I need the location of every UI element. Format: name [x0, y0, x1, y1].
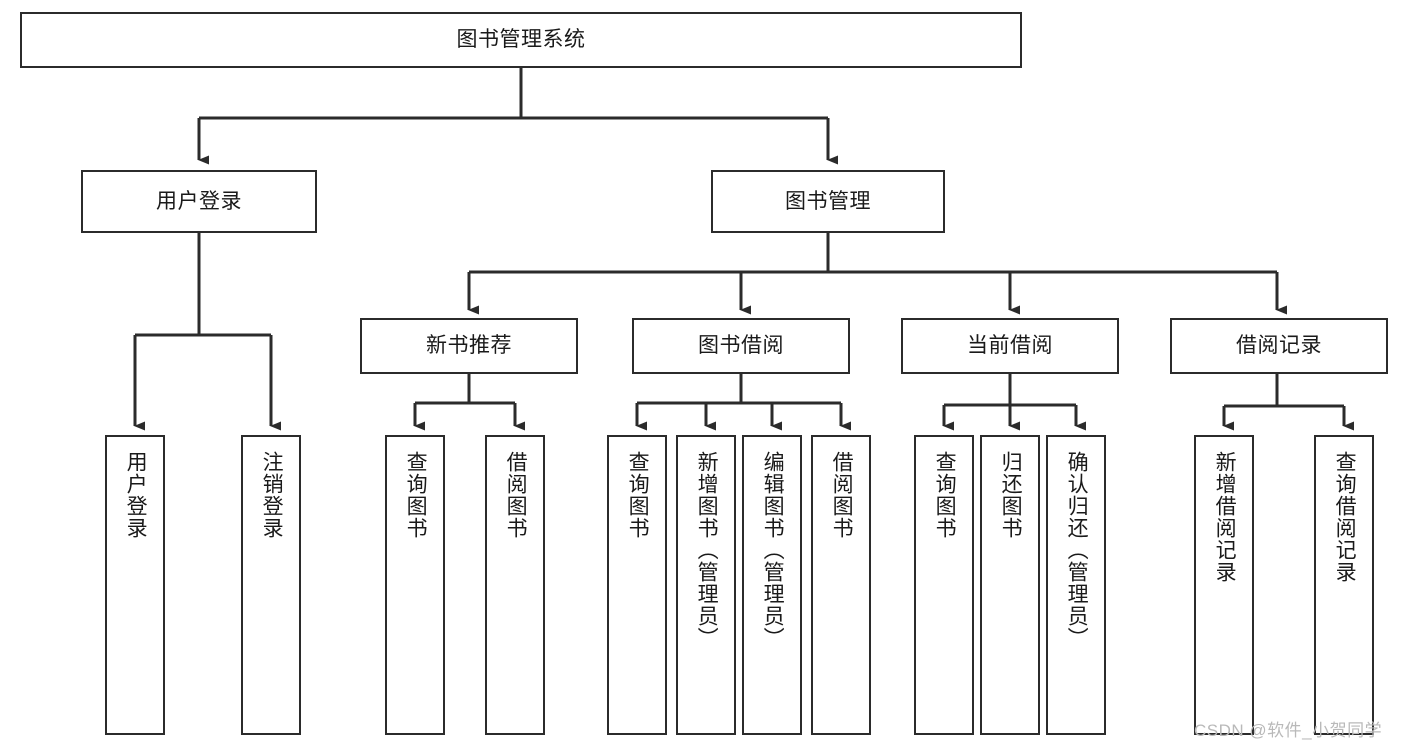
node-label: 编辑图书（管理员） — [761, 451, 785, 649]
leaf-borrow-record-add-record[interactable]: 新增借阅记录 — [1194, 435, 1254, 735]
leaf-new-book-borrow-book[interactable]: 借阅图书 — [485, 435, 545, 735]
leaf-book-borrow-query-book[interactable]: 查询图书 — [607, 435, 667, 735]
node-root-book-management-system[interactable]: 图书管理系统 — [20, 12, 1022, 68]
leaf-book-borrow-borrow-book[interactable]: 借阅图书 — [811, 435, 871, 735]
node-label: 借阅图书 — [830, 451, 854, 539]
node-label: 归还图书 — [999, 451, 1023, 539]
node-label: 用户登录 — [156, 189, 242, 213]
leaf-borrow-record-query-record[interactable]: 查询借阅记录 — [1314, 435, 1374, 735]
node-current-borrow[interactable]: 当前借阅 — [901, 318, 1119, 374]
node-label: 新书推荐 — [426, 334, 512, 358]
node-label: 新增借阅记录 — [1213, 451, 1237, 583]
leaf-book-borrow-add-book-admin[interactable]: 新增图书（管理员） — [676, 435, 736, 735]
node-label: 借阅记录 — [1236, 334, 1322, 358]
leaf-new-book-query-book[interactable]: 查询图书 — [385, 435, 445, 735]
node-label: 图书借阅 — [698, 334, 784, 358]
leaf-book-borrow-edit-book-admin[interactable]: 编辑图书（管理员） — [742, 435, 802, 735]
node-label: 图书管理系统 — [456, 28, 586, 52]
node-label: 查询图书 — [404, 451, 428, 539]
csdn-watermark: CSDN @软件_小贺同学 — [1194, 721, 1383, 740]
node-label: 查询图书 — [626, 451, 650, 539]
node-label: 图书管理 — [785, 189, 871, 213]
node-borrow-record[interactable]: 借阅记录 — [1170, 318, 1388, 374]
node-book-borrow[interactable]: 图书借阅 — [632, 318, 850, 374]
node-user-login[interactable]: 用户登录 — [81, 170, 317, 233]
leaf-user-login-logout[interactable]: 注销登录 — [241, 435, 301, 735]
leaf-current-borrow-return-book[interactable]: 归还图书 — [980, 435, 1040, 735]
node-label: 查询借阅记录 — [1333, 451, 1357, 583]
node-label: 查询图书 — [933, 451, 957, 539]
leaf-user-login-login[interactable]: 用户登录 — [105, 435, 165, 735]
leaf-current-borrow-query-book[interactable]: 查询图书 — [914, 435, 974, 735]
leaf-current-borrow-confirm-return-admin[interactable]: 确认归还（管理员） — [1046, 435, 1106, 735]
node-book-management[interactable]: 图书管理 — [711, 170, 945, 233]
node-new-book-recommend[interactable]: 新书推荐 — [360, 318, 578, 374]
node-label: 用户登录 — [124, 451, 148, 539]
node-label: 注销登录 — [260, 451, 284, 539]
node-label: 新增图书（管理员） — [695, 451, 719, 649]
node-label: 借阅图书 — [504, 451, 528, 539]
node-label: 确认归还（管理员） — [1065, 451, 1089, 649]
node-label: 当前借阅 — [967, 334, 1053, 358]
